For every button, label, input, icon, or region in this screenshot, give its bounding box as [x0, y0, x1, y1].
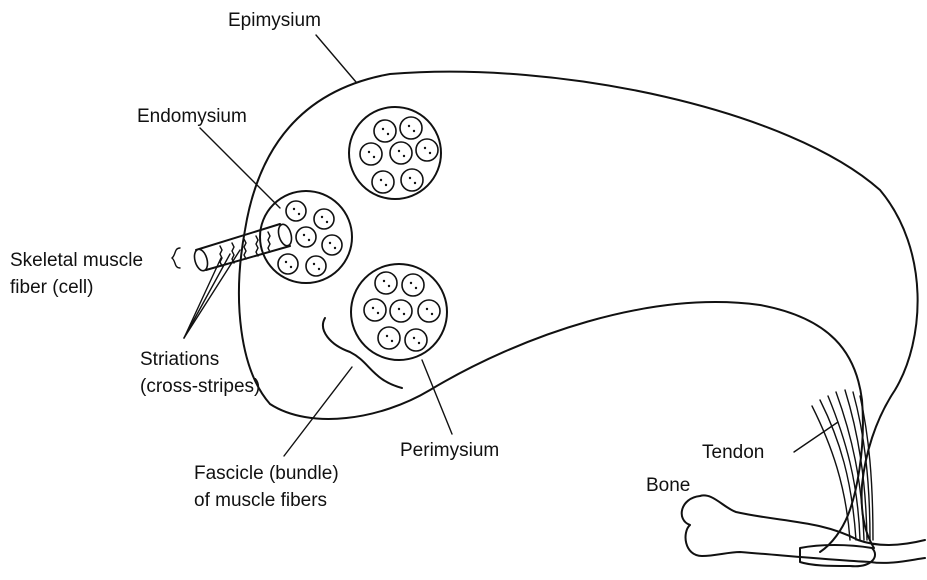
bone-attachment — [800, 545, 875, 566]
bone-shape — [682, 495, 925, 563]
label-endomysium: Endomysium — [137, 106, 247, 127]
muscle-body-outline — [239, 72, 918, 552]
label-striations-line1: Striations — [140, 349, 219, 370]
label-striations-line2: (cross-stripes) — [140, 376, 260, 397]
label-epimysium: Epimysium — [228, 10, 321, 31]
label-fascicle-line2: of muscle fibers — [194, 490, 327, 511]
leader-lines — [184, 35, 838, 456]
fascicle-left — [260, 191, 352, 283]
label-skeletal-muscle-fiber-line1: Skeletal muscle — [10, 250, 143, 271]
fiber-brace — [172, 248, 180, 268]
label-tendon: Tendon — [702, 442, 764, 463]
fascicle-lower — [351, 264, 447, 360]
label-bone: Bone — [646, 475, 690, 496]
label-fascicle-line1: Fascicle (bundle) — [194, 463, 339, 484]
label-perimysium: Perimysium — [400, 440, 499, 461]
fascicle-upper — [349, 107, 441, 199]
label-skeletal-muscle-fiber-line2: fiber (cell) — [10, 277, 93, 298]
